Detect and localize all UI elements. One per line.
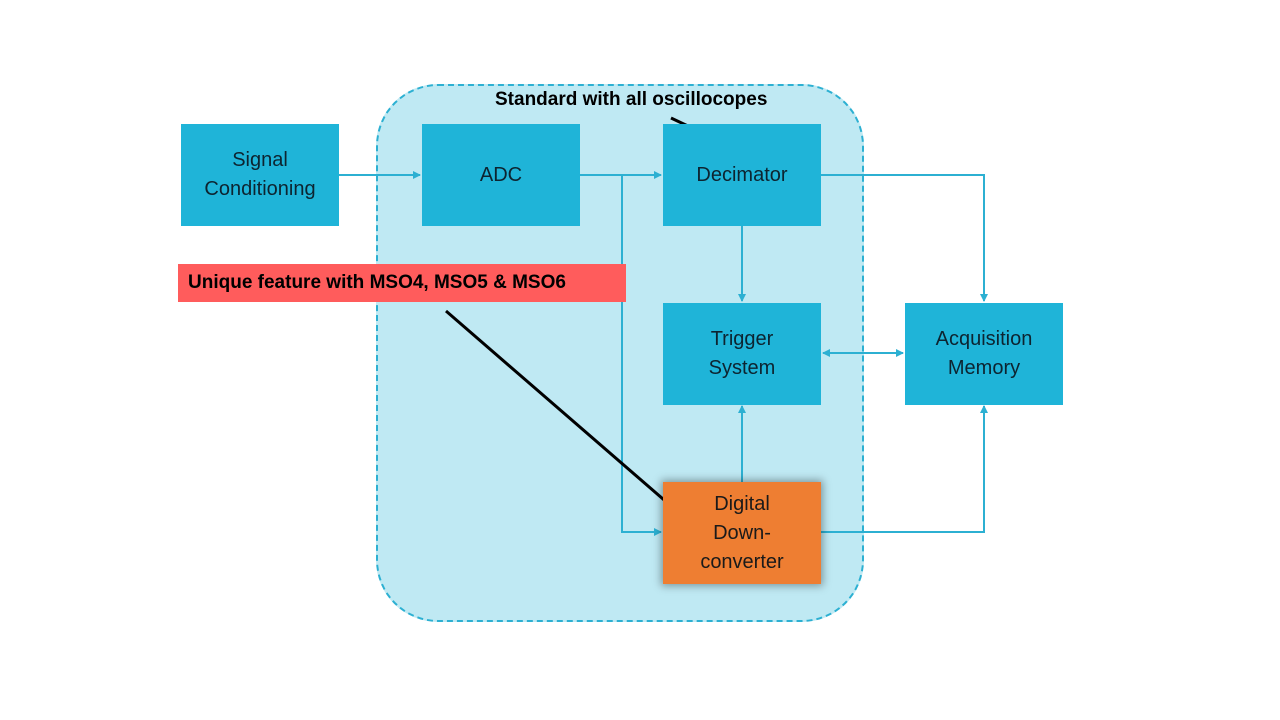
signal-conditioning-label: Signal Conditioning <box>204 149 316 200</box>
connector-decimator-to-memory <box>821 174 988 302</box>
adc-label: ADC <box>479 163 523 186</box>
adc-block: ADC <box>422 124 580 226</box>
digital-downconverter-block: Digital Down- converter <box>663 482 821 584</box>
trigger-system-block: Trigger System <box>663 303 821 405</box>
unique-feature-callout: Unique feature with MSO4, MSO5 & MSO6 <box>178 264 626 302</box>
trigger-system-label: Trigger System <box>708 328 776 379</box>
decimator-label: Decimator <box>696 163 788 186</box>
digital-downconverter-label: Digital Down- converter <box>700 492 784 573</box>
acquisition-memory-label: Acquisition Memory <box>935 328 1033 379</box>
acquisition-memory-block: Acquisition Memory <box>905 303 1063 405</box>
standard-region-label: Standard with all oscillocopes <box>495 89 768 110</box>
signal-conditioning-block: Signal Conditioning <box>181 124 339 226</box>
connector-ddc-to-memory <box>821 405 988 533</box>
decimator-block: Decimator <box>663 124 821 226</box>
callout-arrow-unique <box>445 309 680 514</box>
